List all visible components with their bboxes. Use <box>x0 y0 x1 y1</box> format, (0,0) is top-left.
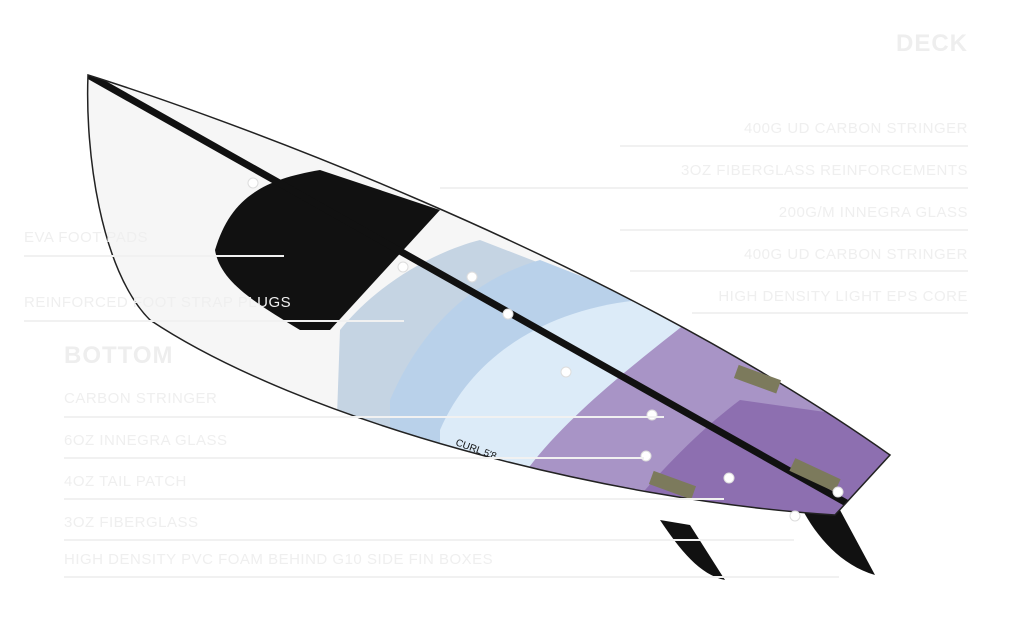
divider <box>24 255 284 257</box>
deck-pad <box>215 170 440 330</box>
deck-heading: DECK <box>895 30 968 57</box>
stringer <box>87 75 852 509</box>
divider <box>630 270 968 272</box>
bottom-label: CARBON STRINGER <box>64 390 218 407</box>
bottom-label: 6OZ INNEGRA GLASS <box>64 432 228 449</box>
fin-left <box>660 520 725 580</box>
divider <box>64 498 724 500</box>
bottom-label: 4OZ TAIL PATCH <box>64 473 187 490</box>
bottom-heading: BOTTOM <box>64 342 174 369</box>
fin-right <box>800 505 875 575</box>
divider <box>692 312 968 314</box>
bottom-label: 3OZ FIBERGLASS <box>64 514 199 531</box>
deck-label: 400G UD CARBON STRINGER <box>743 246 968 263</box>
divider <box>64 457 644 459</box>
deck-label: 3OZ FIBERGLASS REINFORCEMENTS <box>680 162 968 179</box>
layer-purple-tail <box>620 400 891 515</box>
divider <box>64 416 664 418</box>
foot-strap-plugs-label: REINFORCED FOOT STRAP PLUGS <box>24 294 292 311</box>
divider <box>620 145 968 147</box>
divider <box>24 320 404 322</box>
divider <box>440 187 968 189</box>
deck-label: HIGH DENSITY LIGHT EPS CORE <box>718 288 968 305</box>
eva-foot-pads-label: EVA FOOT PADS <box>24 229 149 246</box>
divider <box>64 576 839 578</box>
deck-label: 200G/M INNEGRA GLASS <box>778 204 968 221</box>
fin-box <box>733 364 782 394</box>
fin-box <box>789 458 841 492</box>
divider <box>64 539 794 541</box>
bottom-label: HIGH DENSITY PVC FOAM BEHIND G10 SIDE FI… <box>64 551 494 568</box>
divider <box>620 229 968 231</box>
deck-label: 400G UD CARBON STRINGER <box>743 120 968 137</box>
fin-box <box>648 470 697 500</box>
